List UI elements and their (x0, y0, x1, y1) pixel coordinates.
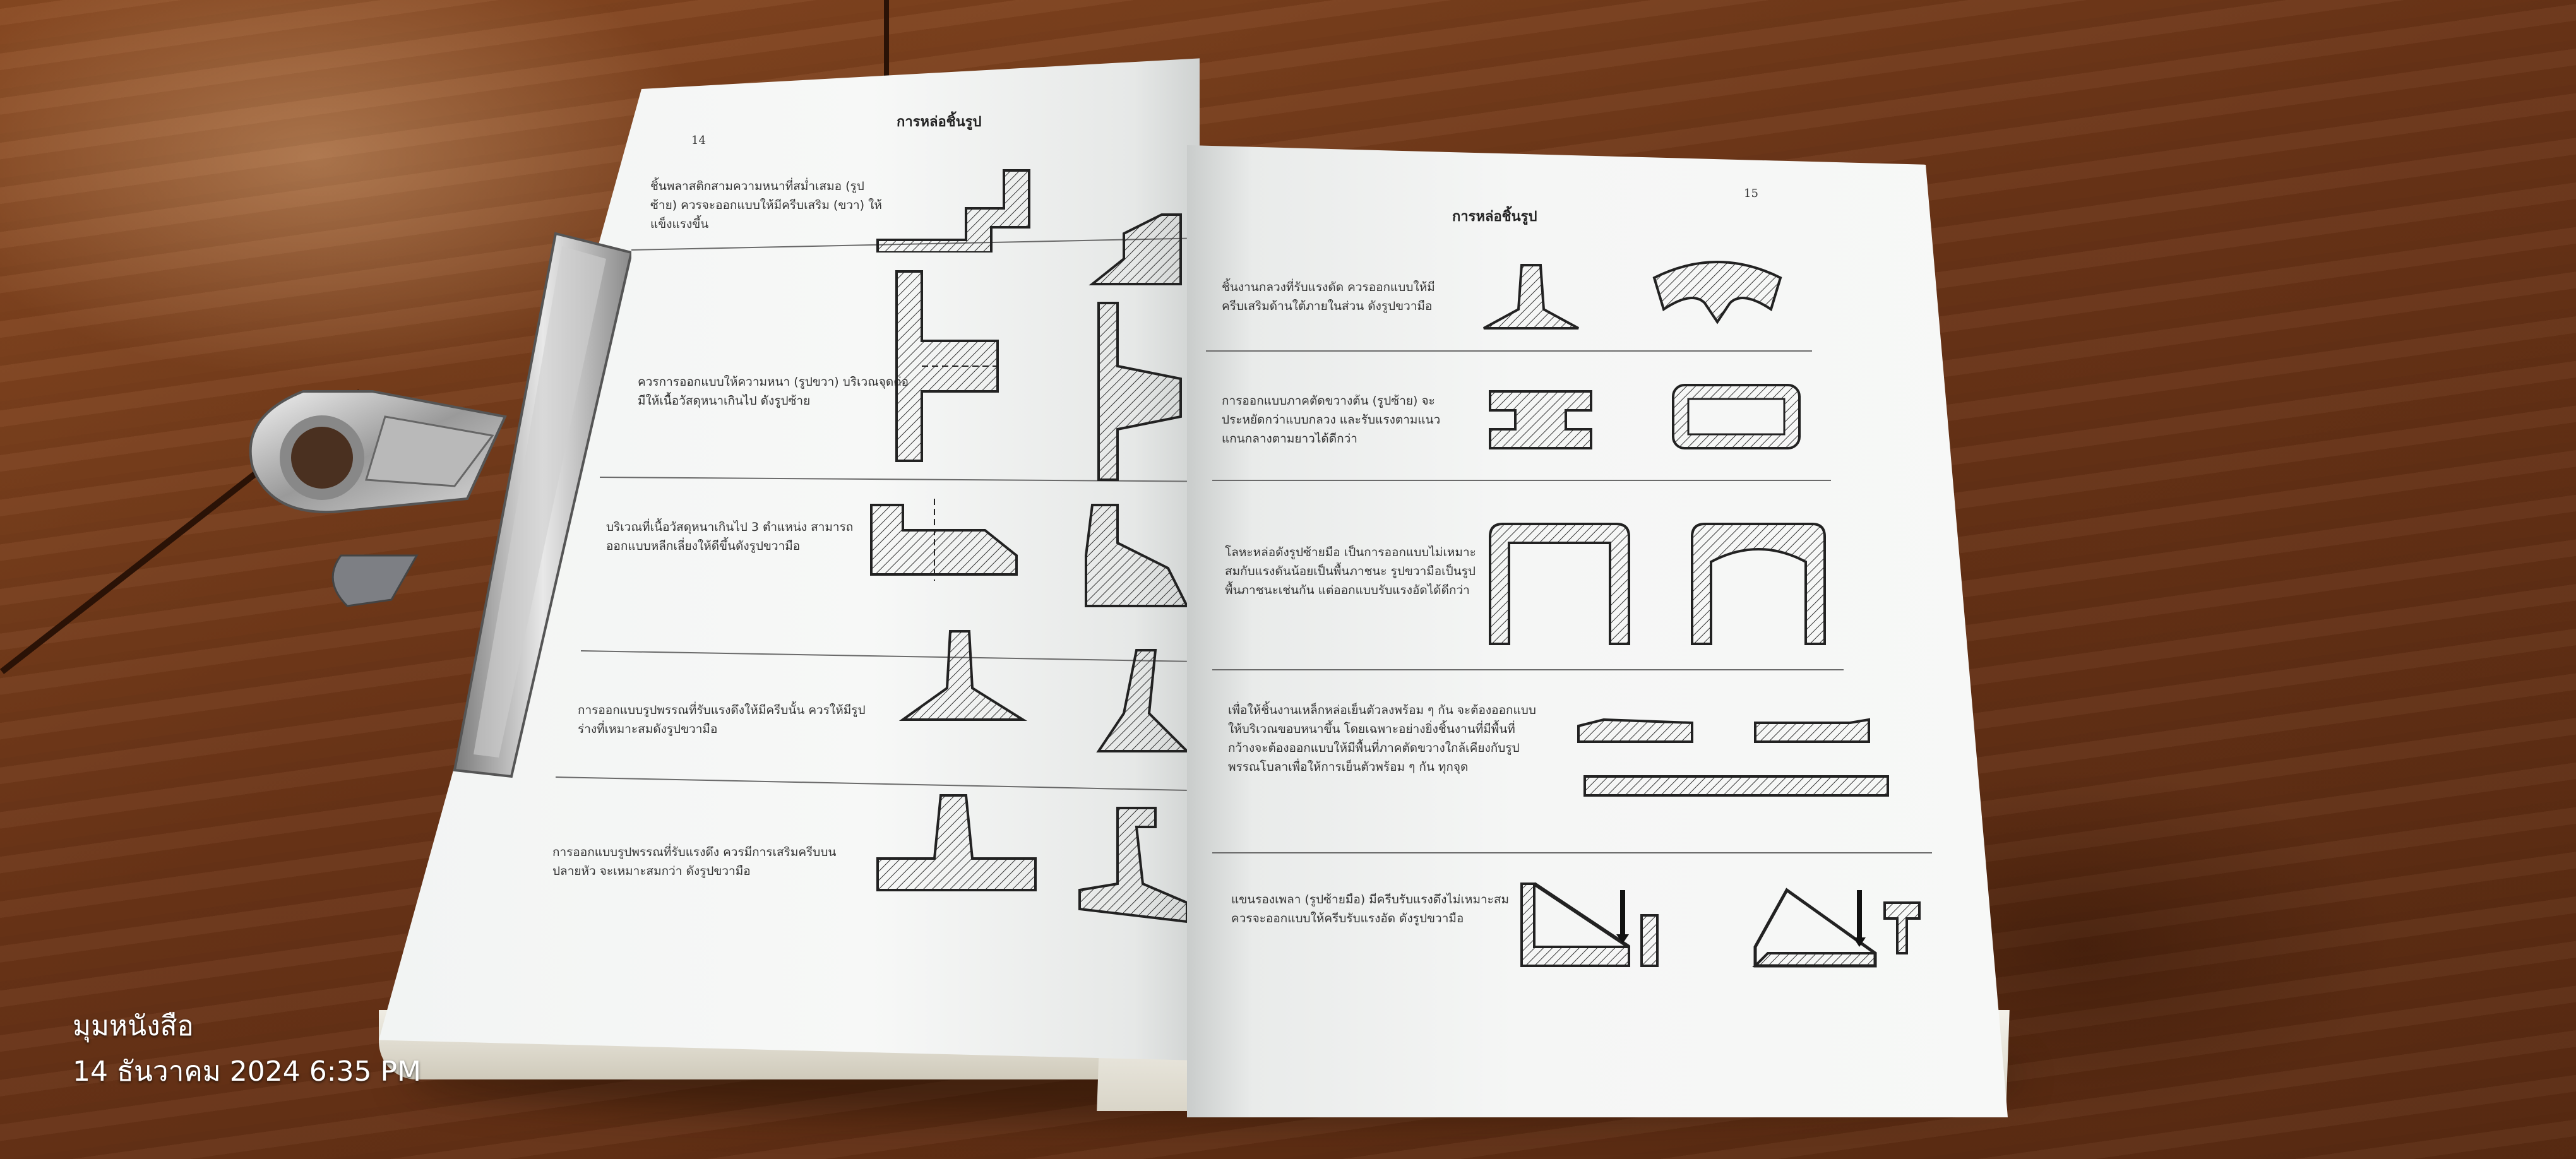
casting-figure-step-left (876, 169, 1030, 253)
casting-figure-bracket-left (1520, 882, 1659, 967)
casting-figure-tee-right (1078, 807, 1188, 924)
casting-figure-plate-long (1583, 775, 1889, 797)
left-item-2: ควรการออกแบบให้ความหนา (รูปขวา) บริเวณจุ… (638, 375, 909, 408)
divider (1212, 480, 1831, 481)
table-seam (884, 0, 889, 145)
casting-figure-tee-left (876, 794, 1037, 891)
casting-figure-hollow-rib-left (1483, 264, 1579, 330)
left-page-title: การหล่อชิ้นรูป (897, 114, 982, 130)
casting-figure-boss-right (1085, 504, 1190, 607)
right-item-1: ชิ้นงานกลวงที่รับแรงดัด ควรออกแบบให้มีคร… (1222, 280, 1435, 313)
casting-figure-bar-short-left (1577, 718, 1693, 743)
binder-clip (249, 232, 631, 778)
casting-figure-wall-left (895, 270, 999, 462)
right-item-4: เพื่อให้ชิ้นงานเหล็กหล่อเย็นตัวลงพร้อม ๆ… (1228, 703, 1536, 774)
divider (1212, 669, 1844, 670)
casting-figure-wall-right (1097, 302, 1182, 481)
casting-figure-bar-short-right (1754, 718, 1870, 743)
right-page-number: 15 (1744, 187, 1758, 200)
divider (1206, 350, 1812, 352)
watermark-timestamp: 14 ธันวาคม 2024 6:35 PM (73, 1055, 421, 1088)
left-item-3: บริเวณที่เนื้อวัสดุหนาเกินไป 3 ตำแหน่ง ส… (606, 520, 854, 553)
divider (1212, 852, 1932, 853)
casting-figure-container-right (1691, 523, 1826, 645)
casting-figure-rib-right (1096, 649, 1190, 752)
casting-figure-rib-left (898, 630, 1027, 721)
casting-figure-bracket-right (1752, 888, 1921, 968)
right-page-title: การหล่อชิ้นรูป (1452, 208, 1537, 225)
casting-figure-container-left (1489, 523, 1630, 645)
left-item-5: การออกแบบรูปพรรณที่รับแรงดึง ควรมีการเสร… (552, 845, 837, 878)
casting-figure-boss-left (870, 499, 1018, 581)
left-item-1: ชิ้นพลาสติกสามความหนาที่สม่ำเสมอ (รูปซ้า… (650, 179, 882, 231)
casting-figure-step-right (1088, 213, 1182, 285)
right-item-5: แขนรองเพลา (รูปซ้ายมือ) มีครีบรับแรงดึงไ… (1231, 893, 1509, 925)
casting-figure-ibeam (1489, 390, 1592, 449)
casting-figure-hollow-rib-right (1652, 261, 1782, 324)
right-item-3: โลหะหล่อดังรูปซ้ายมือ เป็นการออกแบบไม่เห… (1225, 545, 1476, 597)
right-item-2: การออกแบบภาคตัดขวางต้น (รูปซ้าย) จะประหย… (1222, 394, 1441, 446)
left-item-4: การออกแบบรูปพรรณที่รับแรงดึงให้มีครีบนั้… (578, 703, 866, 736)
watermark-title: มุมหนังสือ (73, 1010, 194, 1042)
casting-figure-box-section (1672, 384, 1801, 449)
left-page-number: 14 (691, 134, 706, 147)
